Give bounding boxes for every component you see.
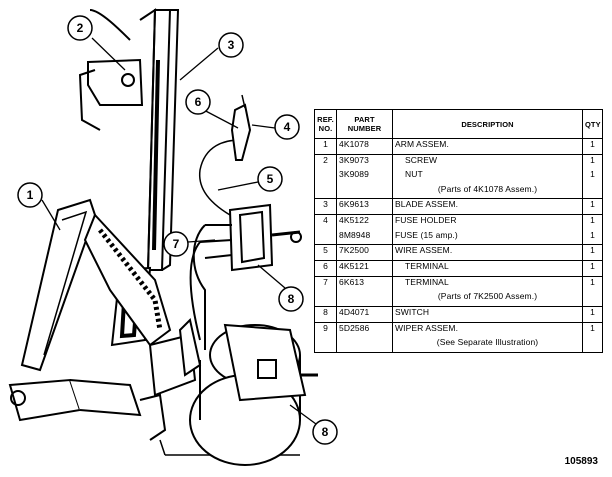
table-row: (See Separate Illustration) (314, 337, 603, 354)
table-header-row: REF. NO. PART NUMBER DESCRIPTION QTY (314, 109, 603, 139)
table-row: 8 4D4071 SWITCH 1 (314, 306, 603, 323)
header-part-number: PART NUMBER (336, 109, 393, 139)
table-row: 1 4K1078 ARM ASSEM. 1 (314, 138, 603, 155)
figure-code: 105893 (564, 456, 598, 467)
header-qty: QTY (582, 109, 603, 139)
table-row: (Parts of 7K2500 Assem.) (314, 291, 603, 307)
callout-2: 2 (67, 15, 93, 41)
callout-5: 5 (257, 166, 283, 192)
svg-text:4: 4 (284, 120, 291, 134)
svg-text:7: 7 (173, 237, 180, 251)
callout-3: 3 (218, 32, 244, 58)
svg-text:5: 5 (267, 172, 274, 186)
table-row: 3K9089 NUT 1 (314, 169, 603, 184)
table-row: 7 6K613 TERMINAL 1 (314, 275, 603, 292)
svg-text:3: 3 (228, 38, 235, 52)
table-row: 6 4K5121 TERMINAL 1 (314, 260, 603, 277)
header-description: DESCRIPTION (392, 109, 583, 139)
callout-7: 7 (163, 231, 189, 257)
table-row: 9 5D2586 WIPER ASSEM. 1 (314, 321, 603, 338)
svg-text:6: 6 (195, 95, 202, 109)
svg-text:8: 8 (288, 292, 295, 306)
table-row: 8M8948 FUSE (15 amp.) 1 (314, 229, 603, 245)
callout-6: 6 (185, 89, 211, 115)
callout-8-motor: 8 (312, 419, 338, 445)
svg-text:1: 1 (27, 188, 34, 202)
callout-8-switch: 8 (278, 286, 304, 312)
table-row: 3 6K9613 BLADE ASSEM. 1 (314, 198, 603, 215)
parts-list-table: REF. NO. PART NUMBER DESCRIPTION QTY 1 4… (314, 109, 603, 354)
callout-1: 1 (17, 182, 43, 208)
table-row: 4 4K5122 FUSE HOLDER 1 (314, 214, 603, 230)
table-row: (Parts of 4K1078 Assem.) (314, 183, 603, 199)
svg-text:8: 8 (322, 425, 329, 439)
table-row: 5 7K2500 WIRE ASSEM. 1 (314, 244, 603, 261)
svg-text:2: 2 (77, 21, 84, 35)
table-row: 2 3K9073 SCREW 1 (314, 153, 603, 170)
header-ref-no: REF. NO. (314, 109, 337, 139)
callout-4: 4 (274, 114, 300, 140)
